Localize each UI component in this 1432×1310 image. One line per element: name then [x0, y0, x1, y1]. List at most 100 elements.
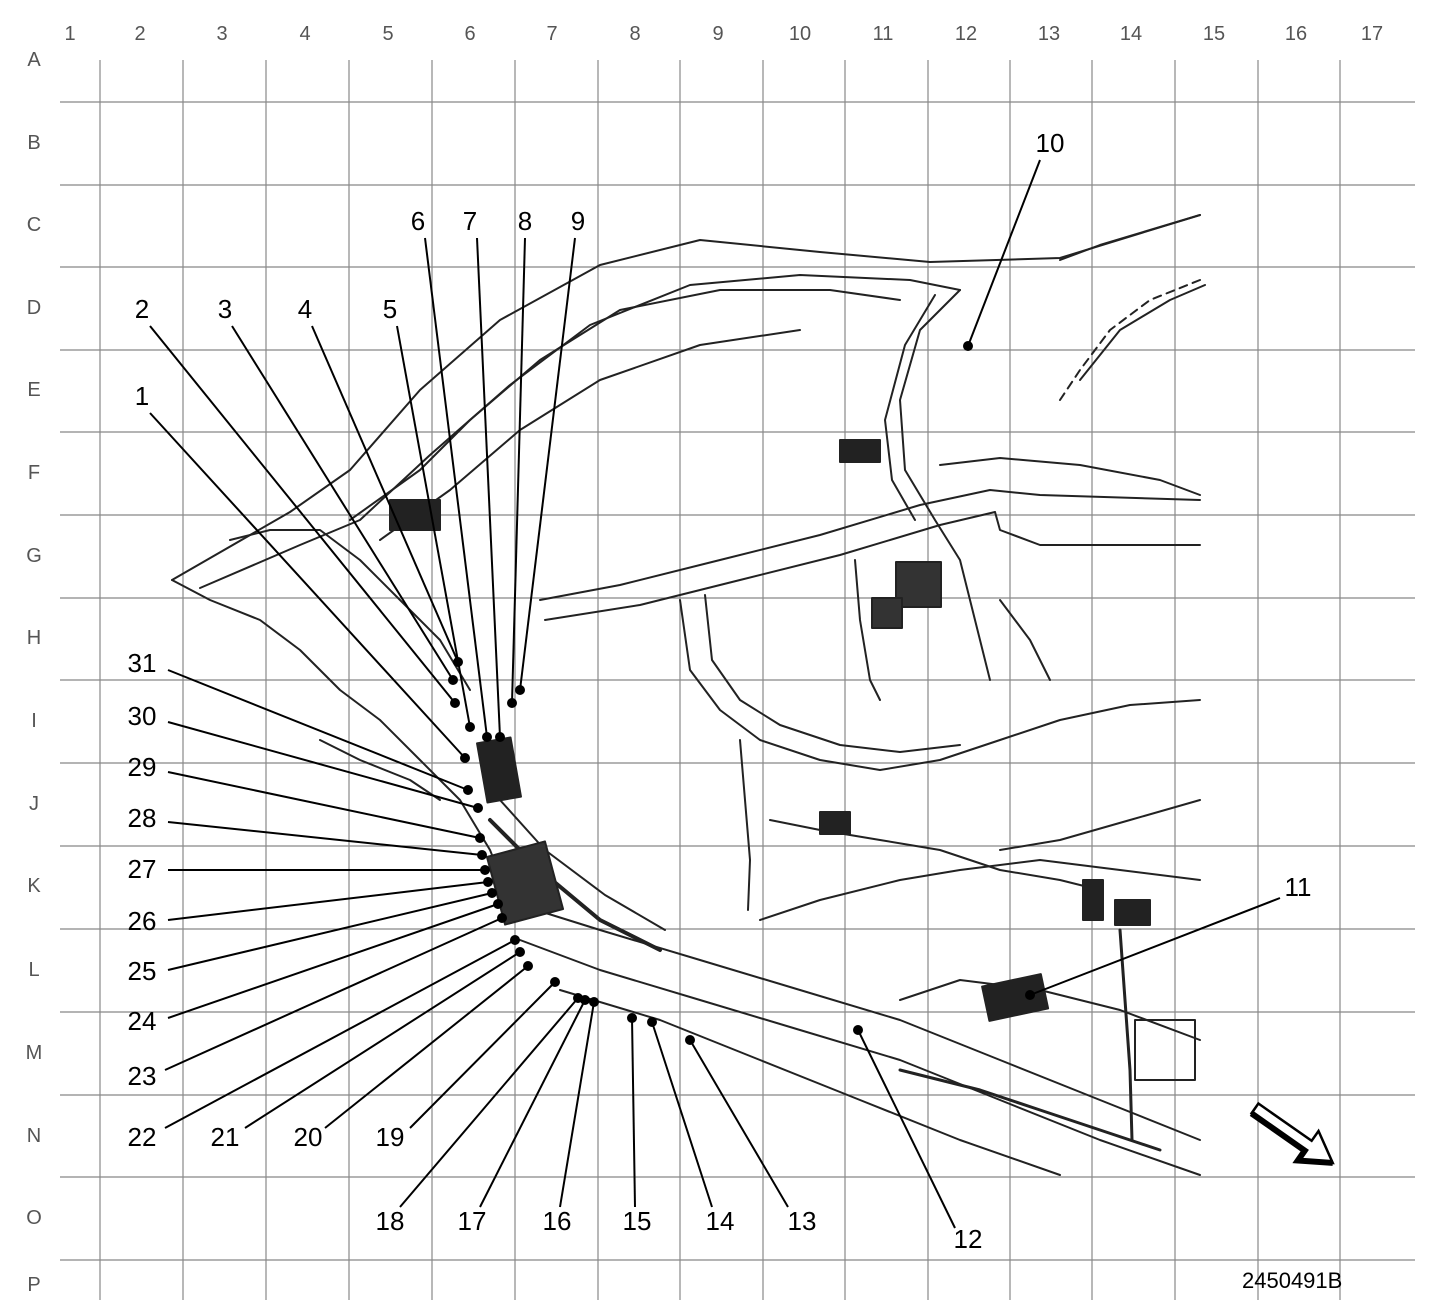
callout-point-16: [589, 997, 599, 1007]
callout-point-20: [523, 961, 533, 971]
callout-leader-10: [967, 159, 1041, 347]
callout-point-1: [460, 753, 470, 763]
callout-leader-4: [311, 325, 459, 663]
callout-label-19: 19: [376, 1122, 405, 1152]
callout-label-18: 18: [376, 1206, 405, 1236]
callout-label-14: 14: [706, 1206, 735, 1236]
grid-column-label: 14: [1120, 23, 1142, 45]
callout-point-6: [482, 732, 492, 742]
callout-leader-14: [651, 1021, 713, 1208]
callout-leader-16: [559, 1001, 595, 1208]
grid-row-label: J: [29, 793, 39, 815]
grid-row-label: D: [27, 297, 41, 319]
callout-label-8: 8: [518, 206, 532, 236]
callout-leader-lines: [149, 159, 1281, 1229]
callout-point-19: [550, 977, 560, 987]
callout-label-22: 22: [128, 1122, 157, 1152]
callout-leader-12: [857, 1029, 956, 1229]
callout-leader-18: [399, 997, 579, 1208]
grid-row-label: P: [27, 1274, 40, 1296]
grid-column-label: 4: [299, 23, 310, 45]
vehicle-body-illustration: [171, 214, 1206, 1176]
grid-column-label: 15: [1203, 23, 1225, 45]
grid-row-label: N: [27, 1125, 41, 1147]
grid-row-label: A: [27, 49, 41, 71]
grid-column-label: 1: [64, 23, 75, 45]
callout-label-4: 4: [298, 294, 312, 324]
grid-column-label: 7: [546, 23, 557, 45]
callout-leader-22: [164, 939, 516, 1129]
callout-leader-9: [519, 237, 576, 691]
callout-leader-25: [167, 892, 493, 971]
grid-column-label: 9: [712, 23, 723, 45]
callout-label-7: 7: [463, 206, 477, 236]
grid-row-label: I: [31, 710, 37, 732]
callout-leader-31: [167, 669, 469, 791]
callout-point-9: [515, 685, 525, 695]
callout-leader-8: [511, 237, 526, 704]
front-direction-arrow-icon: [1249, 1101, 1335, 1166]
callout-point-2: [450, 698, 460, 708]
callout-leader-6: [424, 237, 488, 738]
grid-row-label: B: [27, 132, 40, 154]
callout-leader-26: [167, 881, 489, 921]
callout-leader-20: [324, 965, 529, 1129]
grid-row-label: K: [27, 875, 41, 897]
callout-leader-13: [689, 1039, 789, 1208]
grid-row-label: H: [27, 627, 41, 649]
callout-label-29: 29: [128, 752, 157, 782]
callout-label-26: 26: [128, 906, 157, 936]
callout-point-24: [493, 899, 503, 909]
callout-leader-1: [149, 412, 466, 759]
callout-leader-3: [231, 325, 454, 681]
callout-leader-29: [167, 771, 481, 839]
callout-label-25: 25: [128, 956, 157, 986]
callout-point-3: [448, 675, 458, 685]
callout-point-5: [465, 722, 475, 732]
grid-row-label: E: [27, 379, 40, 401]
callout-point-30: [473, 803, 483, 813]
callout-label-24: 24: [128, 1006, 157, 1036]
callout-label-11: 11: [1285, 872, 1312, 902]
callout-point-25: [487, 888, 497, 898]
callout-point-27: [480, 865, 490, 875]
callout-label-5: 5: [383, 294, 397, 324]
callout-point-23: [497, 913, 507, 923]
grid-column-label: 13: [1038, 23, 1060, 45]
callout-point-10: [963, 341, 973, 351]
callout-point-15: [627, 1013, 637, 1023]
grid-column-label: 3: [216, 23, 227, 45]
callout-label-23: 23: [128, 1061, 157, 1091]
callout-leader-30: [167, 721, 479, 809]
callout-point-12: [853, 1025, 863, 1035]
grid-row-label: F: [28, 462, 40, 484]
grid-row-label: O: [26, 1207, 42, 1229]
callout-label-3: 3: [218, 294, 232, 324]
callout-point-26: [483, 877, 493, 887]
grid-column-label: 5: [382, 23, 393, 45]
callout-point-13: [685, 1035, 695, 1045]
callout-leader-11: [1029, 897, 1281, 996]
callout-leader-7: [476, 237, 501, 738]
callout-label-10: 10: [1036, 128, 1065, 158]
callout-leader-17: [479, 999, 586, 1208]
callout-label-28: 28: [128, 803, 157, 833]
callout-label-2: 2: [135, 294, 149, 324]
callout-label-6: 6: [411, 206, 425, 236]
callout-label-15: 15: [623, 1206, 652, 1236]
callout-label-12: 12: [954, 1224, 983, 1254]
grid-column-label: 8: [629, 23, 640, 45]
callout-leader-15: [631, 1017, 636, 1208]
callout-label-13: 13: [788, 1206, 817, 1236]
grid-row-label: M: [26, 1042, 43, 1064]
callout-point-18: [573, 993, 583, 1003]
grid-row-label: L: [28, 959, 39, 981]
callout-point-22: [510, 935, 520, 945]
grid-row-label: G: [26, 545, 42, 567]
callout-point-31: [463, 785, 473, 795]
figure-id: 2450491B: [1242, 1268, 1342, 1293]
grid-column-label: 6: [464, 23, 475, 45]
